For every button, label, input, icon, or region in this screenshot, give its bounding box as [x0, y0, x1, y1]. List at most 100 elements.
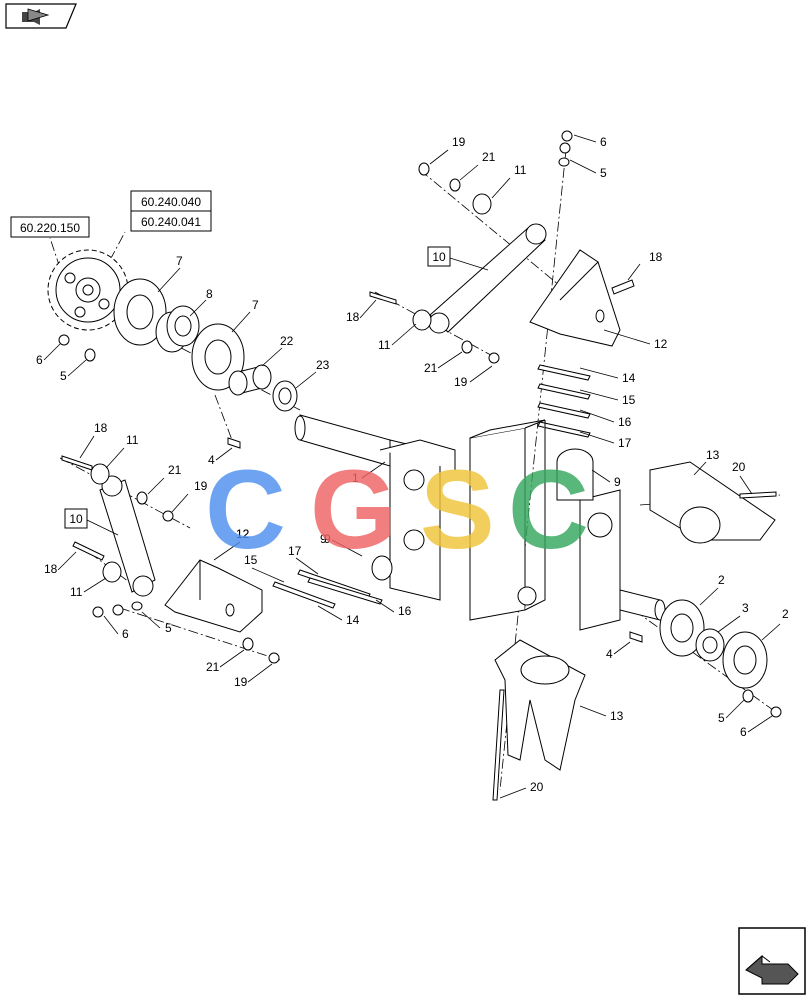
- mounting-bracket-lower: [164, 559, 263, 633]
- callout-number[interactable]: 5: [60, 369, 67, 383]
- callout-number[interactable]: 6: [600, 135, 607, 149]
- callout-number[interactable]: 14: [622, 371, 636, 385]
- link-arm-upper: [428, 223, 547, 334]
- bearing-3: [695, 628, 725, 662]
- callout-number[interactable]: 4: [606, 647, 613, 661]
- callout-number[interactable]: 8: [206, 287, 213, 301]
- callout-leader-lines: [43, 134, 781, 799]
- callout-leader: [361, 461, 386, 479]
- callout-leader: [603, 329, 651, 345]
- callout-number[interactable]: 12: [236, 527, 250, 541]
- callout-number[interactable]: 1: [352, 471, 359, 485]
- main-shaft: [294, 414, 456, 601]
- callout-number[interactable]: 6: [740, 725, 747, 739]
- reference-box-60-220-150[interactable]: 60.220.150: [10, 216, 90, 238]
- saddle-bracket-lower: [494, 639, 586, 771]
- callout-label: 10: [69, 512, 83, 526]
- callout-number[interactable]: 9: [324, 532, 331, 546]
- callout-leader: [725, 699, 745, 719]
- callout-number[interactable]: 21: [424, 361, 438, 375]
- callout-number[interactable]: 17: [618, 436, 632, 450]
- callout-number[interactable]: 9: [320, 532, 327, 546]
- callout-number[interactable]: 18: [649, 250, 663, 264]
- reference-box-60-240-041[interactable]: 60.240.041: [130, 210, 212, 232]
- callout-number[interactable]: 13: [610, 709, 624, 723]
- callout-number[interactable]: 5: [600, 166, 607, 180]
- callout-number[interactable]: 18: [94, 421, 108, 435]
- callout-number[interactable]: 14: [346, 613, 360, 627]
- callout-number[interactable]: 13: [706, 448, 720, 462]
- callout-number[interactable]: 2: [782, 607, 789, 621]
- next-page-arrow-icon[interactable]: [738, 927, 806, 995]
- callout-number[interactable]: 3: [742, 601, 749, 615]
- callout-number[interactable]: 2: [718, 573, 725, 587]
- callout-number[interactable]: 6: [122, 627, 129, 641]
- watermark-logo: C G S C: [205, 447, 589, 572]
- callout-number[interactable]: 19: [452, 135, 466, 149]
- flange-plate-7b: [191, 323, 245, 391]
- callout-number[interactable]: 7: [176, 254, 183, 268]
- callout-number[interactable]: 12: [236, 527, 250, 541]
- callout-box-10-upper[interactable]: 10: [427, 246, 489, 271]
- callout-leader: [693, 461, 707, 476]
- callout-number[interactable]: 11: [514, 163, 527, 177]
- callout-number[interactable]: 9: [614, 475, 621, 489]
- callout-leader: [761, 623, 781, 641]
- watermark-letter: G: [310, 447, 397, 572]
- callout-number[interactable]: 23: [316, 358, 330, 372]
- callout-number[interactable]: 15: [244, 553, 258, 567]
- callout-number[interactable]: 21: [206, 660, 220, 674]
- flange-2-inner: [659, 599, 705, 657]
- callout-number[interactable]: 4: [208, 453, 215, 467]
- callout-leader: [459, 164, 479, 181]
- callout-number[interactable]: 21: [482, 150, 496, 164]
- callout-leader: [213, 541, 241, 561]
- callout-leader: [437, 351, 463, 369]
- callout-number[interactable]: 17: [288, 544, 302, 558]
- callout-leader: [569, 159, 597, 174]
- callout-number[interactable]: 20: [530, 780, 544, 794]
- callout-number[interactable]: 22: [280, 334, 294, 348]
- callout-number[interactable]: 11: [70, 585, 83, 599]
- bushing-9-right: [556, 448, 594, 501]
- callout-leader: [317, 605, 343, 621]
- callout-leader: [43, 343, 61, 361]
- callout-leader: [79, 435, 95, 459]
- sprocket: [47, 249, 129, 331]
- callout-leader: [579, 431, 615, 444]
- bolts: [61, 279, 777, 801]
- callout-leader: [375, 599, 395, 613]
- callout-number[interactable]: 21: [168, 463, 182, 477]
- callout-number[interactable]: 12: [654, 337, 668, 351]
- callout-leader: [331, 539, 363, 557]
- bearing-8: [155, 305, 200, 353]
- callout-number[interactable]: 19: [454, 375, 468, 389]
- callout-number[interactable]: 18: [346, 310, 360, 324]
- callout-number[interactable]: 11: [126, 433, 139, 447]
- callout-leader: [359, 299, 377, 319]
- callout-number[interactable]: 5: [718, 711, 725, 725]
- callout-leader: [295, 371, 317, 389]
- callout-number[interactable]: 15: [622, 393, 636, 407]
- callout-number[interactable]: 16: [398, 604, 412, 618]
- callout-number[interactable]: 20: [732, 460, 746, 474]
- callout-number[interactable]: 5: [165, 621, 172, 635]
- book-arrow-icon[interactable]: [5, 3, 77, 29]
- flange-plate-7a: [113, 278, 167, 346]
- callout-number[interactable]: 7: [252, 298, 259, 312]
- callout-number[interactable]: 19: [234, 675, 248, 689]
- callout-number[interactable]: 11: [378, 338, 391, 352]
- callout-number[interactable]: 19: [194, 479, 208, 493]
- bushing-22: [228, 364, 272, 396]
- callout-box-10-lower[interactable]: 10: [64, 508, 119, 536]
- callout-leader: [171, 493, 189, 513]
- callout-leader: [491, 177, 511, 199]
- callout-number[interactable]: 16: [618, 415, 632, 429]
- reference-box-60-240-040[interactable]: 60.240.040: [130, 190, 212, 212]
- callout-number[interactable]: 18: [44, 562, 58, 576]
- callout-leader: [231, 311, 251, 333]
- callout-leader: [391, 323, 417, 346]
- callout-number[interactable]: 6: [36, 353, 43, 367]
- centre-frame-tube: [469, 419, 546, 621]
